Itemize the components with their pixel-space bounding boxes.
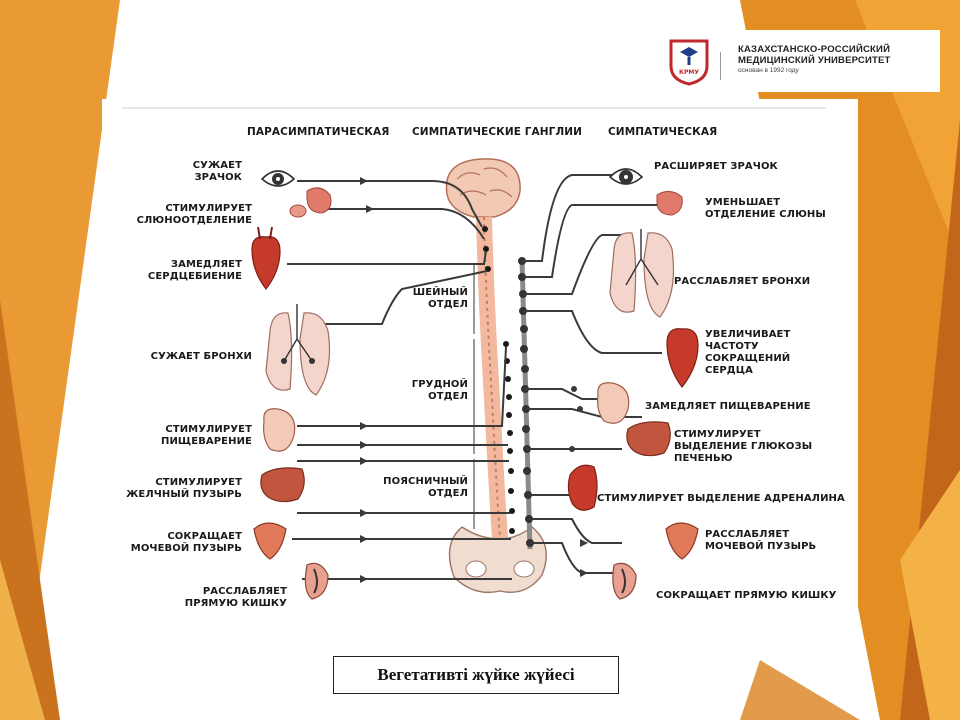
- diagram-drawing: [122, 107, 826, 600]
- rectum-icon-left: [304, 562, 329, 600]
- left-label-gallbladder: СТИМУЛИРУЕТ ЖЕЛЧНЫЙ ПУЗЫРЬ: [126, 477, 242, 500]
- logo-line-1: КАЗАХСТАНСКО-РОССИЙСКИЙ: [738, 44, 891, 55]
- spine-label-lumbar: ПОЯСНИЧНЫЙ ОТДЕЛ: [383, 476, 468, 499]
- salivary-glands-icon-left: [289, 187, 332, 218]
- adrenal-kidney-icon: [567, 464, 598, 511]
- right-label-adrenaline: СТИМУЛИРУЕТ ВЫДЕЛЕНИЕ АДРЕНАЛИНА: [597, 493, 845, 504]
- logo-text: КАЗАХСТАНСКО-РОССИЙСКИЙ МЕДИЦИНСКИЙ УНИВ…: [738, 44, 938, 74]
- eye-icon-right: [608, 168, 644, 185]
- heart-icon-right: [666, 328, 699, 388]
- left-label-salivation: СТИМУЛИРУЕТ СЛЮНООТДЕЛЕНИЕ: [136, 203, 252, 226]
- header-sympathetic-ganglia: СИМПАТИЧЕСКИЕ ГАНГЛИИ: [412, 126, 583, 138]
- bladder-icon-left: [253, 522, 287, 560]
- stomach-icon-right: [597, 382, 630, 424]
- parasympathetic-ganglia: [360, 177, 374, 583]
- university-logo: КРМУ КАЗАХСТАНСКО-РОССИЙСКИЙ МЕДИЦИНСКИЙ…: [668, 38, 928, 88]
- spine-label-cervical: ШЕЙНЫЙ ОТДЕЛ: [412, 287, 468, 310]
- sympathetic-ganglia: [569, 386, 588, 577]
- emblem-text: КРМУ: [679, 69, 699, 76]
- header-sympathetic: СИМПАТИЧЕСКАЯ: [608, 126, 718, 138]
- right-label-pupil: РАСШИРЯЕТ ЗРАЧОК: [654, 161, 778, 172]
- parasympathetic-nerves: [287, 180, 512, 580]
- bladder-icon-right: [665, 522, 699, 560]
- salivary-glands-icon-right: [656, 191, 683, 216]
- spine-label-thoracic: ГРУДНОЙ ОТДЕЛ: [411, 379, 468, 402]
- logo-line-3: основан в 1992 году: [738, 67, 799, 74]
- lungs-icon-left: [265, 304, 331, 396]
- spinal-cord-icon: [476, 216, 508, 540]
- right-label-heart-rate: УВЕЛИЧИВАЕТ ЧАСТОТУ СОКРАЩЕНИЙ СЕРДЦА: [705, 329, 791, 376]
- sympathetic-ganglia-chain: [518, 257, 534, 550]
- slide-caption: Вегетативті жүйке жүйесі: [333, 656, 619, 694]
- right-label-bladder: РАССЛАБЛЯЕТ МОЧЕВОЙ ПУЗЫРЬ: [705, 529, 817, 552]
- left-label-rectum: РАССЛАБЛЯЕТ ПРЯМУЮ КИШКУ: [184, 586, 287, 609]
- right-label-rectum: СОКРАЩАЕТ ПРЯМУЮ КИШКУ: [656, 590, 837, 601]
- left-label-bladder: СОКРАЩАЕТ МОЧЕВОЙ ПУЗЫРЬ: [130, 531, 242, 554]
- left-label-bronchi: СУЖАЕТ БРОНХИ: [150, 351, 252, 362]
- logo-separator: [720, 52, 721, 80]
- brain-icon: [445, 158, 521, 218]
- left-label-digestion: СТИМУЛИРУЕТ ПИЩЕВАРЕНИЕ: [160, 424, 252, 447]
- stomach-icon-left: [263, 408, 296, 452]
- right-label-bronchi: РАССЛАБЛЯЕТ БРОНХИ: [674, 276, 811, 287]
- logo-line-2: МЕДИЦИНСКИЙ УНИВЕРСИТЕТ: [738, 55, 891, 66]
- university-emblem-icon: КРМУ: [669, 39, 709, 86]
- right-label-glucose: СТИМУЛИРУЕТ ВЫДЕЛЕНИЕ ГЛЮКОЗЫ ПЕЧЕНЬЮ: [674, 429, 813, 464]
- liver-icon-right: [626, 421, 671, 457]
- liver-icon-left: [260, 467, 305, 503]
- right-label-saliva: УМЕНЬШАЕТ ОТДЕЛЕНИЕ СЛЮНЫ: [705, 197, 826, 220]
- autonomic-nervous-system-diagram: ПАРАСИМПАТИЧЕСКАЯ СИМПАТИЧЕСКИЕ ГАНГЛИИ …: [102, 99, 858, 639]
- right-label-digestion: ЗАМЕДЛЯЕТ ПИЩЕВАРЕНИЕ: [645, 401, 811, 412]
- left-label-pupil: СУЖАЕТ ЗРАЧОК: [192, 160, 242, 183]
- eye-icon-left: [260, 170, 296, 187]
- rectum-icon-right: [612, 562, 637, 600]
- left-label-heart: ЗАМЕДЛЯЕТ СЕРДЦЕБИЕНИЕ: [147, 259, 242, 282]
- lungs-icon-right: [609, 229, 675, 318]
- heart-icon-left: [251, 226, 281, 290]
- header-parasympathetic: ПАРАСИМПАТИЧЕСКАЯ: [247, 126, 390, 138]
